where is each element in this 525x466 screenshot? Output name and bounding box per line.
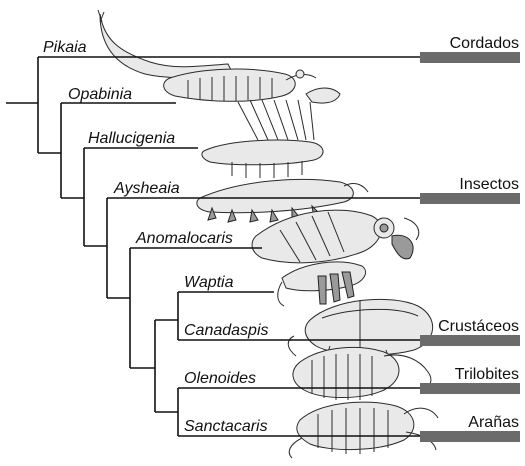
taxon-label-aysheaia: Aysheaia	[113, 180, 180, 197]
group-label-aranas: Arañas	[468, 414, 519, 431]
group-label-crustaceos: Crustáceos	[438, 318, 519, 335]
taxon-label-anomalocaris: Anomalocaris	[135, 230, 233, 247]
taxon-label-canadaspis: Canadaspis	[184, 322, 269, 339]
group-label-cordados: Cordados	[450, 35, 519, 52]
taxon-label-opabinia: Opabinia	[68, 86, 132, 103]
hallucigenia-fossil-icon	[202, 100, 323, 178]
opabinia-fossil-icon	[164, 69, 340, 103]
cordados-bar	[420, 52, 520, 63]
taxon-label-sanctacaris: Sanctacaris	[184, 418, 268, 435]
trilobites-bar	[420, 383, 520, 394]
taxon-label-olenoides: Olenoides	[184, 370, 256, 387]
insectos-bar	[420, 193, 520, 204]
taxon-label-pikaia: Pikaia	[43, 39, 87, 56]
aranas-bar	[420, 431, 520, 442]
taxon-label-hallucigenia: Hallucigenia	[88, 130, 175, 147]
crustaceos-bar	[420, 335, 520, 346]
group-label-trilobites: Trilobites	[455, 366, 519, 383]
group-label-insectos: Insectos	[459, 176, 519, 193]
pikaia-fossil-icon	[98, 10, 232, 78]
taxon-label-waptia: Waptia	[184, 274, 234, 291]
waptia-fossil-icon	[278, 262, 366, 306]
sanctacaris-fossil-icon	[289, 402, 438, 458]
